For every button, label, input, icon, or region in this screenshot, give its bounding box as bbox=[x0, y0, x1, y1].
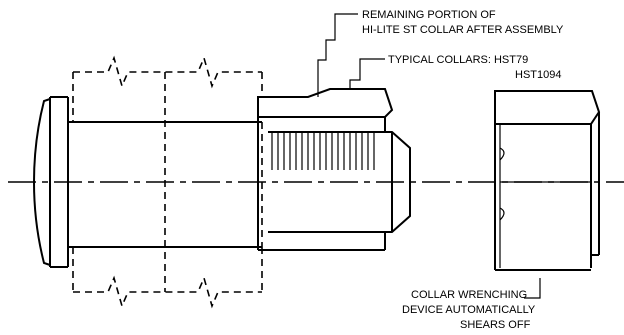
sheared-wrenching-device bbox=[494, 90, 601, 271]
structure-phantom-lines bbox=[72, 55, 263, 309]
label-wrench-line1: COLLAR WRENCHING bbox=[411, 289, 527, 301]
label-typical-line1: TYPICAL COLLARS: HST79 bbox=[388, 54, 528, 66]
installed-collar bbox=[257, 88, 394, 251]
leader-lines bbox=[317, 13, 541, 299]
label-remaining-line1: REMAINING PORTION OF bbox=[362, 9, 496, 21]
label-wrench-line2: DEVICE AUTOMATICALLY bbox=[402, 304, 536, 316]
annotation-wrenching-device: COLLAR WRENCHING DEVICE AUTOMATICALLY SH… bbox=[402, 289, 536, 331]
annotation-remaining: REMAINING PORTION OF HI-LITE ST COLLAR A… bbox=[362, 9, 564, 36]
bolt-head bbox=[32, 96, 69, 268]
label-wrench-line3: SHEARS OFF bbox=[460, 319, 531, 331]
threaded-pin-tail bbox=[268, 131, 411, 233]
label-typical-line2: HST1094 bbox=[515, 69, 561, 81]
label-remaining-line2: HI-LITE ST COLLAR AFTER ASSEMBLY bbox=[362, 24, 564, 36]
annotation-typical-collars: TYPICAL COLLARS: HST79 HST1094 bbox=[388, 54, 561, 81]
